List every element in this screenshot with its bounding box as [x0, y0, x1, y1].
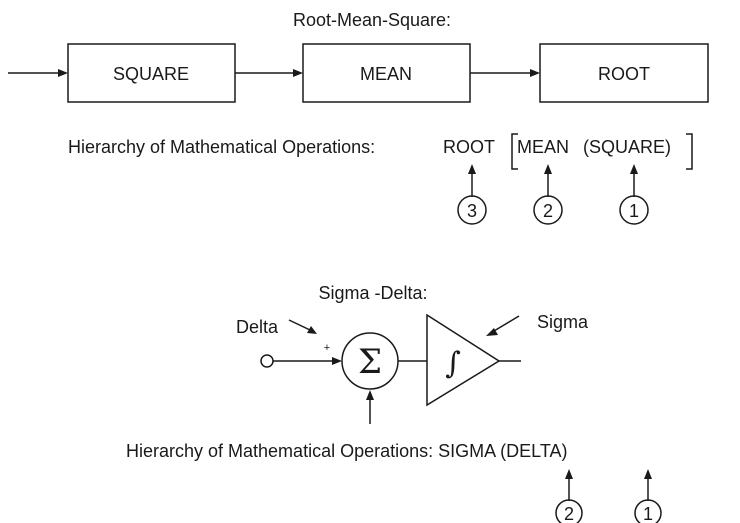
plus-sign: + — [324, 342, 330, 354]
delta-pointer-head — [307, 326, 317, 334]
delta-pointer — [288, 319, 311, 331]
sigma-delta-title: Sigma -Delta: — [318, 283, 427, 303]
sigma-hierarchy-text: Hierarchy of Mathematical Operations: SI… — [126, 441, 567, 461]
sd-marker-1-circle — [634, 499, 662, 523]
integral-symbol: ∫ — [445, 346, 461, 381]
sigma-pointer — [493, 315, 520, 332]
rms-hierarchy-square: (SQUARE) — [583, 137, 671, 157]
rms-title: Root-Mean-Square: — [293, 10, 451, 30]
rms-hierarchy-prefix: Hierarchy of Mathematical Operations: — [68, 137, 375, 157]
root-block-label: ROOT — [598, 64, 650, 84]
marker-3-label: 3 — [467, 201, 477, 221]
sd-marker-2-arrowhead — [565, 469, 573, 479]
summation-symbol: Σ — [358, 342, 382, 382]
marker-3-circle — [457, 195, 487, 225]
feedback-arrowhead — [366, 390, 374, 400]
delta-label: Delta — [236, 317, 279, 337]
mean-to-root-arrowhead — [530, 69, 540, 77]
marker-2-arrowhead — [544, 164, 552, 174]
sd-marker-2-label: 2 — [564, 504, 574, 523]
marker-1-label: 1 — [629, 201, 639, 221]
right-bracket — [686, 133, 693, 170]
input-line-arrowhead — [332, 357, 342, 365]
sigma-pointer-head — [486, 328, 498, 336]
square-to-mean-arrowhead — [293, 69, 303, 77]
square-block-label: SQUARE — [113, 64, 189, 84]
rms-input-arrowhead — [58, 69, 68, 77]
mean-block-label: MEAN — [360, 64, 412, 84]
marker-1-circle — [619, 195, 649, 225]
root-block — [539, 43, 709, 103]
input-node — [260, 354, 274, 368]
sd-marker-1-label: 1 — [643, 504, 653, 523]
mean-block — [302, 43, 471, 103]
sigma-label: Sigma — [537, 312, 589, 332]
integrator-triangle — [426, 313, 501, 407]
marker-3-arrowhead — [468, 164, 476, 174]
marker-1-arrowhead — [630, 164, 638, 174]
sd-marker-1-arrowhead — [644, 469, 652, 479]
marker-2-circle — [533, 195, 563, 225]
left-bracket — [511, 133, 518, 170]
marker-2-label: 2 — [543, 201, 553, 221]
rms-hierarchy-mean: MEAN — [517, 137, 569, 157]
sd-marker-2-circle — [555, 499, 583, 523]
rms-hierarchy-root: ROOT — [443, 137, 495, 157]
